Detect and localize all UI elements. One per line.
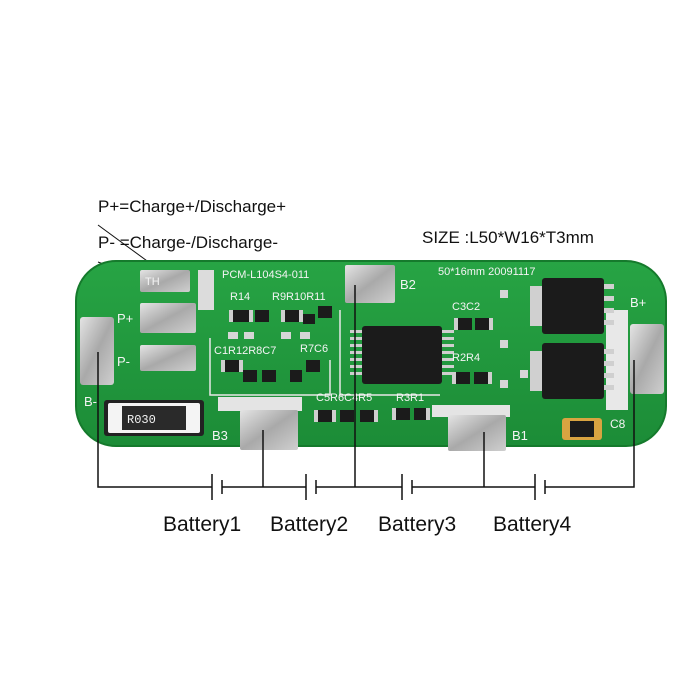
p-plus-pad xyxy=(140,303,196,333)
silk-b-minus: B- xyxy=(84,394,97,409)
silk-c5r6c4r5: C5R6C4R5 xyxy=(316,392,372,404)
silk-p-plus: P+ xyxy=(117,311,133,326)
th-pad xyxy=(140,270,190,292)
mosfet-lower xyxy=(542,343,604,399)
silk-r7c6: R7C6 xyxy=(300,343,328,355)
silk-resistor-marking: R030 xyxy=(127,413,156,427)
silk-r9r10r11: R9R10R11 xyxy=(272,291,326,303)
battery-label-3: Battery3 xyxy=(378,513,457,536)
silk-th: TH xyxy=(145,276,160,288)
silk-r14: R14 xyxy=(230,291,250,303)
battery-wiring xyxy=(97,285,635,500)
silk-model: PCM-L104S4-011 xyxy=(222,269,309,281)
b-plus-pad xyxy=(630,324,664,394)
silk-b-plus: B+ xyxy=(630,295,646,310)
silk-dims: 50*16mm 20091117 xyxy=(438,266,535,278)
silk-p-minus: P- xyxy=(117,354,130,369)
silk-c3c2: C3C2 xyxy=(452,301,480,313)
battery-label-2: Battery2 xyxy=(270,513,349,536)
silk-r3r1: R3R1 xyxy=(396,392,424,404)
silk-b2: B2 xyxy=(400,277,416,292)
silk-c8: C8 xyxy=(610,417,626,431)
silk-b1: B1 xyxy=(512,428,528,443)
b-minus-pad xyxy=(80,317,114,385)
b2-pad xyxy=(345,265,395,303)
smd-components xyxy=(221,290,528,422)
caption-size: SIZE :L50*W16*T3mm xyxy=(422,228,594,247)
silk-c1r12r8c7: C1R12R8C7 xyxy=(214,345,276,357)
protection-ic xyxy=(362,326,442,384)
p-minus-pad xyxy=(140,345,196,371)
silk-b3: B3 xyxy=(212,428,228,443)
caption-p-plus: P+=Charge+/Discharge+ xyxy=(98,197,287,216)
battery-label-4: Battery4 xyxy=(493,513,572,536)
mosfet-upper xyxy=(542,278,604,334)
silk-r2r4: R2R4 xyxy=(452,352,480,364)
b1-pad xyxy=(448,415,506,451)
b3-pad xyxy=(240,410,298,450)
battery-label-1: Battery1 xyxy=(163,513,242,536)
caption-p-minus: P- =Charge-/Discharge- xyxy=(98,233,278,252)
